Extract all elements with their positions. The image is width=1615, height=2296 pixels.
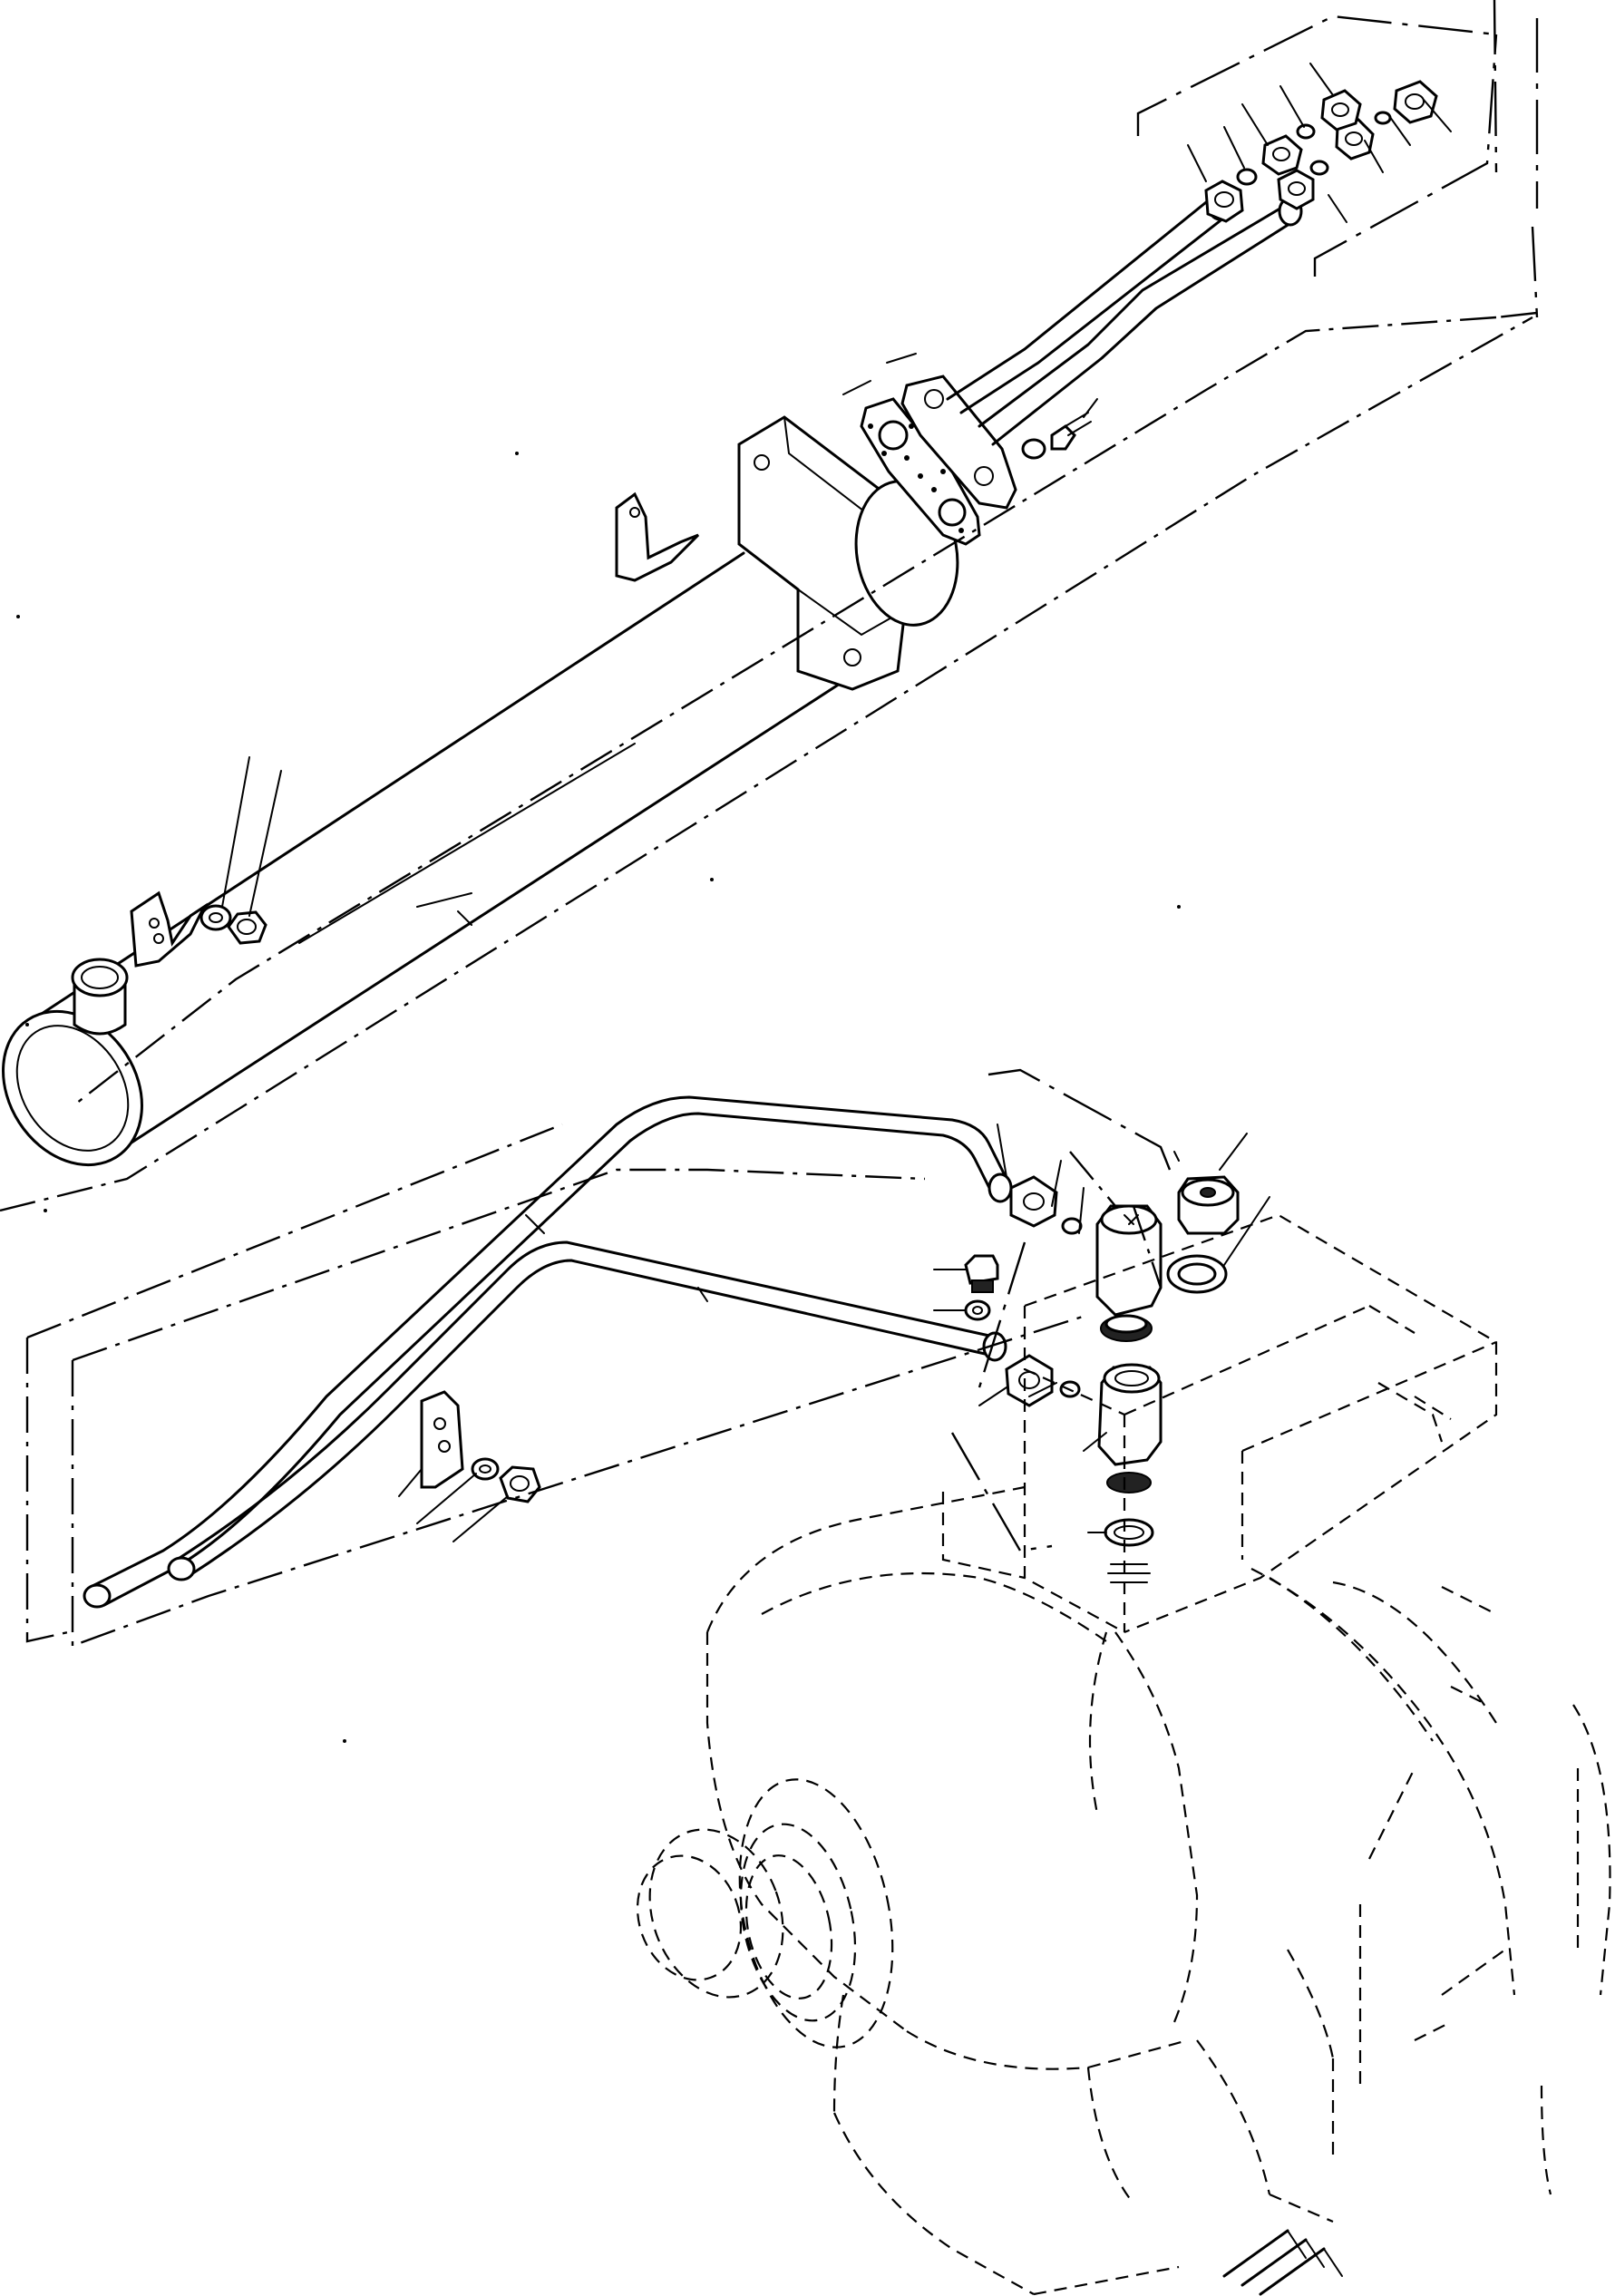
mounting-bracket-left <box>130 890 208 968</box>
small-plug <box>964 1254 999 1293</box>
bolt-cover <box>1021 412 1092 460</box>
plug-washer <box>1166 1254 1228 1294</box>
fitting-nut-d <box>1393 80 1438 124</box>
nut-left <box>227 910 268 945</box>
tank-tubes <box>946 190 1303 446</box>
mounting-bracket-right <box>615 491 700 582</box>
elbow-lower <box>1097 1363 1163 1493</box>
port-thread <box>1107 1563 1151 1583</box>
fitting-nut-c <box>1320 89 1362 131</box>
elbow-upper <box>1095 1204 1163 1342</box>
chain-lines-lower <box>25 1123 1163 1648</box>
pipe-short <box>167 1240 1007 1581</box>
housing-hatch <box>1222 2229 1343 2296</box>
cooler-tank <box>2 551 854 1167</box>
sleeve-upper <box>1061 1217 1083 1235</box>
fitting-nut-b <box>1277 169 1315 210</box>
chain-lines-upper <box>0 311 1538 1212</box>
plug <box>1177 1175 1240 1235</box>
pipe-long <box>83 1095 1013 1609</box>
sleeve-b <box>1296 111 1392 140</box>
group-bracket-top <box>1136 0 1539 318</box>
pipe-clamp <box>420 1390 464 1489</box>
small-washer <box>964 1299 991 1321</box>
o-ring-lower <box>1104 1518 1154 1547</box>
stray-marks <box>16 452 1181 1743</box>
clamp-washer <box>471 1457 500 1481</box>
washer-left <box>199 904 232 931</box>
group-bracket-lower <box>950 1068 1172 1552</box>
sleeve-a <box>1236 160 1329 186</box>
tube-nut-lower <box>1005 1354 1054 1407</box>
union-a <box>1261 134 1303 176</box>
fitting-nut-a <box>1204 180 1244 223</box>
cover-plate <box>900 375 1017 510</box>
tank-port-left <box>71 958 129 1036</box>
tube-nut-upper <box>1009 1175 1058 1228</box>
leader-lines-upper <box>221 63 1452 926</box>
union-b <box>1335 118 1375 161</box>
transmission-housing <box>636 1213 1611 2296</box>
